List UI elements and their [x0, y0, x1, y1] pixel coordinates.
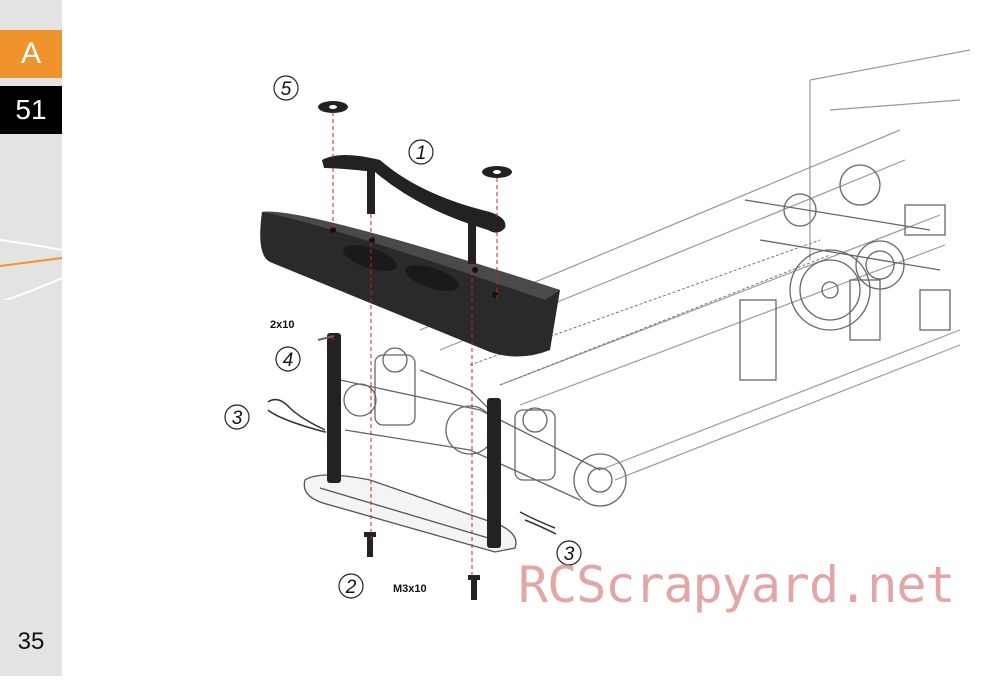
label-2x10: 2x10: [270, 319, 294, 331]
chassis-rails: [419, 49, 971, 481]
bumper-posts: [327, 333, 501, 548]
front-suspension: [339, 347, 627, 507]
callout-5: 5: [281, 79, 292, 100]
watermark: RCScrapyard.net: [518, 556, 956, 614]
washers: [318, 101, 512, 178]
section-letter-badge: A: [0, 30, 62, 78]
callout-4: 4: [283, 350, 294, 371]
step-number-badge: 51: [0, 86, 62, 134]
callout-circles: [224, 75, 582, 599]
pin-2x10: [317, 335, 335, 341]
orange-swoosh-icon: [0, 239, 62, 300]
assembly-diagram: 5 1 4 3 3 2 2x10 M3x10: [62, 0, 1000, 676]
callout-3-left: 3: [232, 408, 243, 429]
callout-2: 2: [345, 577, 357, 598]
alignment-lines: [325, 112, 498, 580]
screws: [364, 532, 480, 600]
foam-bumper: [260, 211, 560, 357]
callout-1: 1: [416, 143, 427, 164]
sidebar: A 51 35: [0, 0, 62, 676]
label-m3x10: M3x10: [393, 583, 427, 595]
callout-3-right: 3: [564, 544, 575, 565]
bumper-plate: [303, 474, 517, 553]
body-clips: [267, 398, 557, 535]
top-brace: [322, 155, 506, 264]
assembly-illustration: 5 1 4 3 3 2 2x10 M3x10: [224, 49, 971, 600]
rear-gear-assembly: [739, 164, 951, 381]
page-number: 35: [17, 628, 45, 655]
